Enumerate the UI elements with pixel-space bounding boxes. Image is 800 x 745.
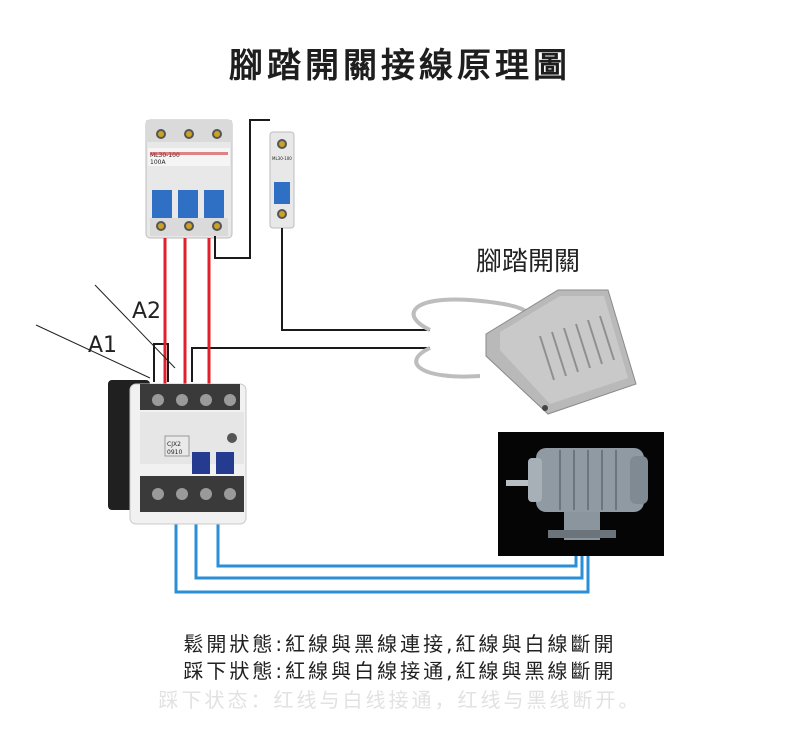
foot-switch-label: 腳踏開關 <box>476 247 580 277</box>
black-wire-to-switch <box>281 228 430 331</box>
breaker-handle-1[interactable] <box>152 190 172 218</box>
contactor-sub-text: 0910 <box>167 449 182 456</box>
contactor: CJX2 0910 <box>108 380 247 525</box>
single-breaker-model-text: ML30-100 <box>272 156 292 161</box>
foot-switch[interactable] <box>411 289 637 415</box>
released-state-note: 鬆開狀態:紅線與黑線連接,紅線與白線斷開 <box>183 632 617 656</box>
a1-label: A1 <box>88 333 117 358</box>
blue-wire-2 <box>194 520 584 580</box>
pressed-state-note: 踩下狀態:紅線與白線接通,紅線與黑線斷開 <box>183 659 617 683</box>
breaker-model-text: ML30-100 <box>150 152 180 159</box>
black-wire-feed <box>214 119 270 259</box>
black-wire-a1 <box>153 343 169 382</box>
black-wire-breaker-link <box>249 119 270 135</box>
contactor-model-text: CJX2 <box>167 441 181 448</box>
page-title: 腳踏開關接線原理圖 <box>229 46 571 86</box>
a2-label: A2 <box>132 299 161 324</box>
motor <box>498 432 664 556</box>
black-wire-coil <box>191 347 430 382</box>
a2-leader-line <box>94 284 176 369</box>
a1-leader-line <box>35 324 151 379</box>
pressed-state-note-faded: 踩下状态：红线与白线接通，红线与黑线断开。 <box>158 688 642 712</box>
single-breaker-handle[interactable] <box>274 182 290 204</box>
three-pole-breaker: ML30-100 100A <box>145 119 233 239</box>
breaker-handle-3[interactable] <box>204 190 224 218</box>
breaker-rating-text: 100A <box>150 159 166 166</box>
breaker-handle-2[interactable] <box>178 190 198 218</box>
blue-wire-1 <box>174 520 590 594</box>
single-pole-breaker: ML30-100 <box>269 131 295 229</box>
